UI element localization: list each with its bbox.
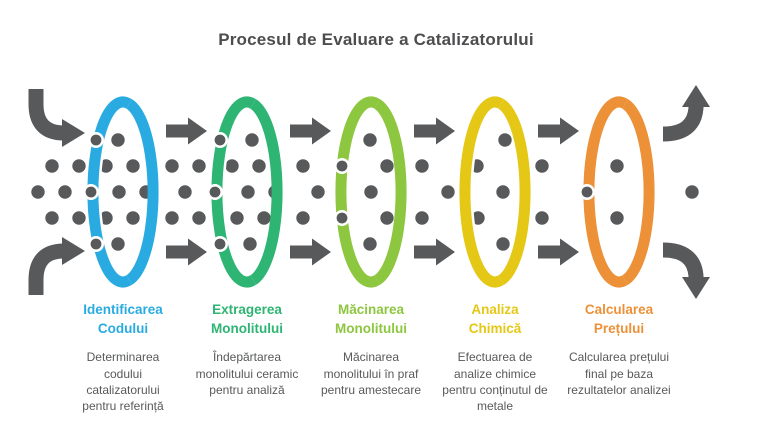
stage-heading: Măcinarea Monolitului bbox=[335, 302, 407, 337]
particle-dot-icon bbox=[111, 237, 125, 251]
particle-dot-icon bbox=[225, 159, 239, 173]
stage-column-calcularea-pretului: Calcularea Prețului Calcularea prețului … bbox=[544, 300, 694, 398]
particle-dot-icon bbox=[45, 211, 59, 225]
particle-dot-icon bbox=[257, 211, 271, 225]
stage-column-extragerea-monolitului: Extragerea Monolitului Îndepărtarea mono… bbox=[172, 300, 322, 398]
stage-heading: Extragerea Monolitului bbox=[211, 302, 283, 337]
particle-dot-icon bbox=[243, 237, 257, 251]
curved-arrow-out-top-icon bbox=[662, 85, 710, 142]
particle-dot-icon bbox=[178, 185, 192, 199]
particle-dot-icon bbox=[496, 237, 510, 251]
particle-dot-icon bbox=[126, 211, 140, 225]
right-arrow-icon bbox=[166, 238, 207, 266]
right-arrow-icon bbox=[290, 238, 331, 266]
particle-dot-icon bbox=[311, 185, 325, 199]
particle-dot-icon bbox=[126, 159, 140, 173]
captured-dot-icon bbox=[333, 158, 350, 175]
particle-dot-icon bbox=[296, 159, 310, 173]
right-arrow-icon bbox=[290, 117, 331, 145]
particle-dot-icon bbox=[496, 185, 510, 199]
curved-arrow-out-bottom-icon bbox=[662, 242, 710, 299]
particle-dot-icon bbox=[363, 237, 377, 251]
particle-dot-icon bbox=[72, 159, 86, 173]
right-arrow-icon bbox=[414, 238, 455, 266]
captured-dot-icon bbox=[88, 236, 105, 253]
captured-dot-icon bbox=[83, 184, 100, 201]
stage-column-analiza-chimica: Analiza Chimică Efectuarea de analize ch… bbox=[420, 300, 570, 415]
right-arrow-icon bbox=[166, 117, 207, 145]
particle-dot-icon bbox=[380, 159, 394, 173]
particle-dot-field bbox=[31, 133, 699, 251]
filter-ring-icon bbox=[332, 94, 407, 290]
stage-heading: Identificarea Codului bbox=[83, 302, 163, 337]
captured-dot-icon bbox=[333, 210, 350, 227]
curved-arrow-in-top-icon bbox=[28, 89, 85, 147]
particle-dot-icon bbox=[685, 185, 699, 199]
particle-dot-icon bbox=[99, 159, 113, 173]
particle-dot-icon bbox=[441, 185, 455, 199]
curved-arrow-in-bottom-icon bbox=[28, 237, 85, 295]
stage-description: Efectuarea de analize chimice pentru con… bbox=[442, 350, 548, 414]
captured-dots bbox=[83, 132, 595, 253]
particle-dot-icon bbox=[535, 211, 549, 225]
stage-column-macinarea-monolitului: Măcinarea Monolitului Măcinarea monolitu… bbox=[296, 300, 446, 398]
stage-description: Îndepărtarea monolitului ceramic pentru … bbox=[195, 350, 299, 397]
particle-dot-icon bbox=[252, 159, 266, 173]
right-arrow-icon bbox=[414, 117, 455, 145]
particle-dot-icon bbox=[363, 133, 377, 147]
stage-description: Măcinarea monolitului în praf pentru ame… bbox=[320, 350, 422, 397]
particle-dot-icon bbox=[192, 159, 206, 173]
particle-dot-icon bbox=[296, 211, 310, 225]
particle-dot-icon bbox=[72, 211, 86, 225]
particle-dot-icon bbox=[58, 185, 72, 199]
stage-column-identificarea-codului: Identificarea Codului Determinarea codul… bbox=[48, 300, 198, 415]
particle-dot-icon bbox=[364, 185, 378, 199]
particle-dot-icon bbox=[112, 185, 126, 199]
captured-dot-icon bbox=[212, 236, 229, 253]
particle-dot-icon bbox=[241, 185, 255, 199]
particle-dot-icon bbox=[471, 211, 485, 225]
particle-dot-icon bbox=[165, 211, 179, 225]
captured-dot-icon bbox=[88, 132, 105, 149]
particle-dot-icon bbox=[111, 133, 125, 147]
filter-ring-icon bbox=[580, 94, 655, 290]
particle-dot-icon bbox=[380, 211, 394, 225]
particle-dot-icon bbox=[415, 159, 429, 173]
particle-dot-icon bbox=[415, 211, 429, 225]
particle-dot-icon bbox=[230, 211, 244, 225]
stage-heading: Calcularea Prețului bbox=[584, 302, 654, 337]
particle-dot-icon bbox=[535, 159, 549, 173]
particle-dot-icon bbox=[498, 133, 512, 147]
page-title: Procesul de Evaluare a Catalizatorului bbox=[218, 30, 534, 49]
captured-dot-icon bbox=[207, 184, 224, 201]
particle-dot-icon bbox=[610, 211, 624, 225]
filter-ring-icon bbox=[456, 94, 531, 290]
particle-dot-icon bbox=[31, 185, 45, 199]
particle-dot-icon bbox=[610, 159, 624, 173]
particle-dot-icon bbox=[99, 211, 113, 225]
particle-dot-icon bbox=[45, 159, 59, 173]
stage-description: Determinarea codului catalizatorului pen… bbox=[82, 350, 164, 414]
right-arrow-icon bbox=[538, 117, 579, 145]
captured-dot-icon bbox=[578, 184, 595, 201]
stage-description: Calcularea prețului final pe baza rezult… bbox=[567, 350, 671, 397]
stage-heading: Analiza Chimică bbox=[468, 302, 522, 337]
right-arrow-icon bbox=[538, 238, 579, 266]
particle-dot-icon bbox=[165, 159, 179, 173]
captured-dot-icon bbox=[212, 132, 229, 149]
particle-dot-icon bbox=[245, 133, 259, 147]
particle-dot-icon bbox=[192, 211, 206, 225]
flow-arrows bbox=[166, 117, 579, 266]
